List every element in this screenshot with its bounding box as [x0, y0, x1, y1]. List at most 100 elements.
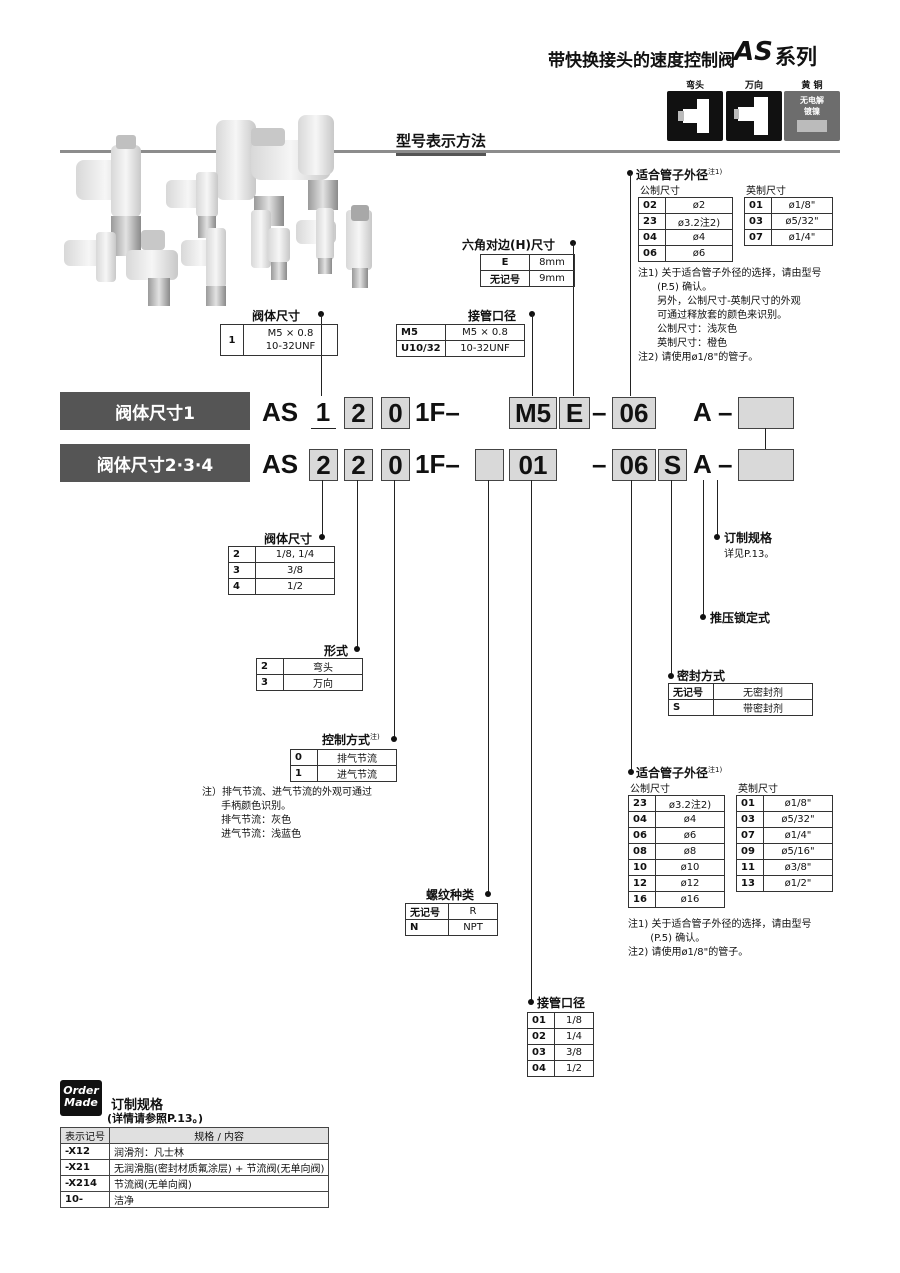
table-value-cell: 1/4: [554, 1028, 594, 1045]
hex-val-1: 9mm: [529, 270, 575, 287]
table-code-cell: 01: [736, 795, 764, 812]
table-code-cell: 23: [638, 213, 666, 230]
table-value-cell: ø4: [655, 811, 725, 828]
table-code-cell: 01: [744, 197, 772, 214]
row-1-port: M5: [509, 397, 557, 429]
thread-type-leader: [488, 480, 489, 894]
row-1-push-lock: A: [693, 397, 712, 427]
table-code-cell: 无记号: [405, 903, 449, 920]
push-lock-label: 推压锁定式: [710, 611, 771, 625]
series-word: 系列: [775, 45, 817, 69]
table-code-cell: 04: [638, 229, 666, 246]
row-2-label: 阀体尺寸2·3·4: [60, 444, 250, 482]
hex-code-1: 无记号: [480, 270, 530, 287]
icon-label-universal: 万向: [744, 81, 763, 91]
mto-sub: 详见P.13。: [724, 549, 775, 560]
row-2-mid: 1F–: [415, 449, 460, 479]
note-line: 注1) 关于适合管子外径的选择，请由型号: [638, 268, 822, 279]
row-1-dash: –: [592, 397, 607, 427]
row-2-push-lock: A: [693, 449, 712, 479]
row-2-port: 01: [509, 449, 557, 481]
table-value-cell: R: [448, 903, 498, 920]
row-2-prefix: AS: [262, 449, 299, 479]
table-code-cell: 03: [736, 811, 764, 828]
table-value-cell: 3/8: [255, 562, 335, 579]
note-line: 进气节流：浅蓝色: [202, 829, 302, 840]
table-code-cell: 13: [736, 875, 764, 892]
row-2-body-size: 2: [309, 449, 338, 481]
table-value-cell: 1/8, 1/4: [255, 546, 335, 563]
tube-od-2-label: 适合管子外径注1): [636, 764, 722, 781]
product-photo: [56, 100, 396, 315]
table-code-cell: 4: [228, 578, 256, 595]
port-size-1-label: 接管口径: [468, 309, 517, 323]
hex-size-leader: [573, 243, 574, 396]
table-header-cell: 规格 / 内容: [108, 1127, 330, 1144]
table-code-cell: 06: [638, 245, 666, 262]
port-size-234-dot: [528, 999, 534, 1005]
table-value-cell: 1/2: [554, 1060, 594, 1077]
order-made-title: 订制规格: [111, 1098, 164, 1113]
table-code-cell: 10: [628, 859, 656, 876]
table-value-cell: ø4: [665, 229, 733, 246]
table-code-cell: 12: [628, 875, 656, 892]
table-code-cell: -X12: [60, 1143, 110, 1160]
brass-icon-text: 无电解 镀镍: [800, 96, 824, 116]
tube-od-1-notes: 注1) 关于适合管子外径的选择，请由型号 (P.5) 确认。 另外，公制尺寸-英…: [638, 267, 821, 365]
table-code-cell: 04: [628, 811, 656, 828]
tube-od-2-metric-title: 公制尺寸: [630, 784, 670, 795]
body-size-1-code: 1: [220, 324, 244, 356]
port-size-234-leader: [531, 480, 532, 1002]
tube-od-2-inch-title: 英制尺寸: [738, 784, 778, 795]
note-line: 英制尺寸：橙色: [638, 338, 728, 349]
tube-od-1-metric-title: 公制尺寸: [640, 186, 680, 197]
note-line: (P.5) 确认。: [638, 282, 713, 293]
port-size-1-code-1: U10/32: [396, 340, 446, 357]
tube-od-2-note-mark: 注1): [708, 766, 723, 774]
tube-od-2-leader: [631, 480, 632, 772]
push-lock-dot: [700, 614, 706, 620]
port-size-1-leader: [532, 314, 533, 396]
table-code-cell: -X21: [60, 1159, 110, 1176]
table-value-cell: ø3/8": [763, 859, 833, 876]
table-code-cell: 3: [256, 674, 284, 691]
tube-od-1-leader: [630, 173, 631, 396]
control-title: 控制方式: [322, 733, 371, 747]
table-code-cell: 16: [628, 891, 656, 908]
tube-od-1-title: 适合管子外径: [636, 168, 709, 182]
table-value-cell: ø2: [665, 197, 733, 214]
table-value-cell: 3/8: [554, 1044, 594, 1061]
table-code-cell: 03: [527, 1044, 555, 1061]
table-code-cell: 07: [744, 229, 772, 246]
row-2-thread-box: [475, 449, 504, 481]
series-code: AS: [734, 37, 773, 67]
tube-od-2-dot: [628, 769, 634, 775]
hex-val-0: 8mm: [529, 254, 575, 271]
table-code-cell: 08: [628, 843, 656, 860]
table-value-cell: ø5/32": [763, 811, 833, 828]
body-size-234-dot: [319, 534, 325, 540]
table-value-cell: 万向: [283, 674, 363, 691]
table-value-cell: ø1/2": [763, 875, 833, 892]
table-value-cell: 无密封剂: [713, 683, 813, 700]
table-value-cell: ø1/8": [771, 197, 833, 214]
